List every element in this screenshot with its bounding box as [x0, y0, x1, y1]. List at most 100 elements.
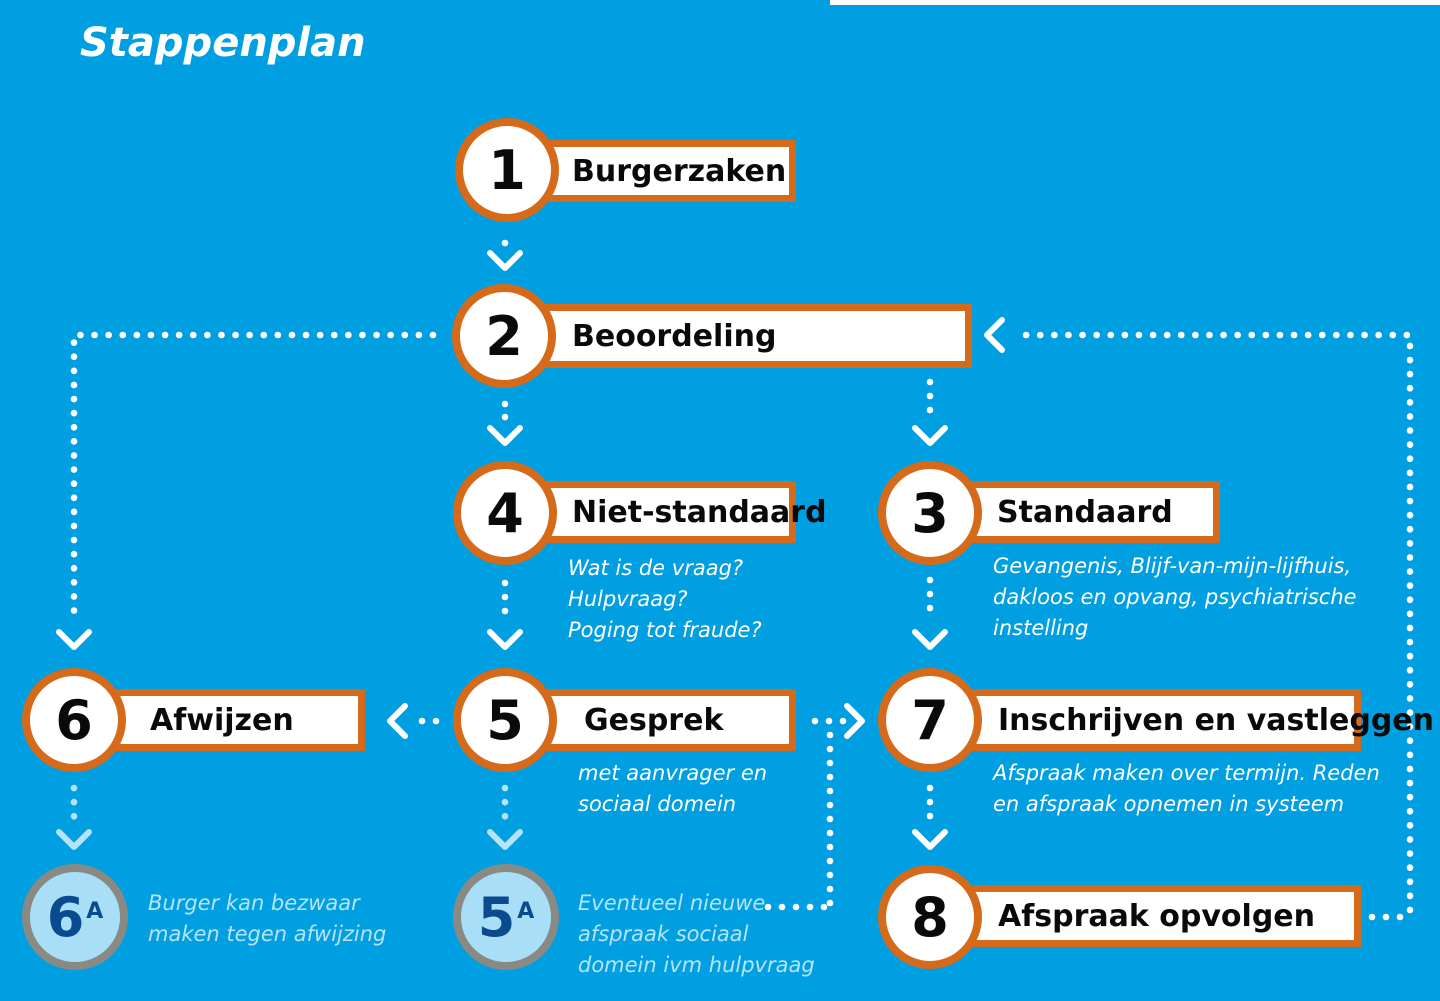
connector-dot — [501, 413, 509, 421]
step-6-box: Afwijzen — [95, 689, 365, 751]
step-7-number: 7 — [911, 688, 949, 752]
step-2-box: Beoordeling — [520, 304, 972, 368]
step-3-label: Standaard — [997, 494, 1173, 530]
step-6-number: 6 — [55, 688, 93, 752]
step-1-label: Burgerzaken — [572, 153, 787, 189]
step-3-circle: 3 — [878, 461, 982, 565]
connector-dot — [826, 843, 834, 851]
connector-dot — [1382, 913, 1390, 921]
step-5-number: 5 — [486, 688, 524, 752]
step-7-description-line: Afspraak maken over termijn. Reden — [993, 761, 1380, 785]
connector-dot — [926, 406, 934, 414]
step-7-description: Afspraak maken over termijn. Reden en af… — [993, 758, 1380, 820]
arrow-down-1-2 — [487, 250, 523, 271]
step-4-description-line: Wat is de vraag? — [568, 556, 744, 580]
step-8-box: Afspraak opvolgen — [945, 885, 1361, 947]
step-8-label: Afspraak opvolgen — [998, 898, 1315, 934]
connector-dot — [826, 745, 834, 753]
connector-dot — [792, 903, 800, 911]
connector-dot — [826, 871, 834, 879]
page-title: Stappenplan — [80, 20, 366, 66]
step-5a-description-line: Eventueel nieuwe — [578, 891, 766, 915]
connector-dot — [432, 717, 440, 725]
arrow-down-2-6 — [56, 629, 92, 650]
step-2-number: 2 — [485, 304, 523, 368]
connector-dot — [826, 815, 834, 823]
step-2-label: Beoordeling — [572, 318, 777, 354]
connector-dot — [826, 885, 834, 893]
arrow-left-5-6 — [387, 703, 408, 739]
step-5a-description: Eventueel nieuwe afspraak sociaal domein… — [578, 888, 815, 981]
arrow-left-8-2 — [984, 317, 1005, 353]
step-6a-number: 6 — [46, 885, 85, 949]
connector-line-2-to-6 — [70, 331, 437, 624]
step-5-label: Gesprek — [584, 702, 724, 738]
connector-dot — [1396, 913, 1404, 921]
step-2-circle: 2 — [452, 284, 556, 388]
step-5-description-line: met aanvrager en — [578, 761, 768, 785]
connector-dot — [501, 400, 509, 408]
connector-dot — [926, 378, 934, 386]
connector-dot — [826, 731, 834, 739]
step-3-number: 3 — [911, 481, 949, 545]
connector-dot — [501, 239, 509, 247]
connector-dot — [764, 903, 772, 911]
connector-dot — [826, 759, 834, 767]
top-white-bar — [830, 0, 1440, 5]
step-6-label: Afwijzen — [150, 702, 294, 738]
step-6-circle: 6 — [22, 668, 126, 772]
connector-dot — [839, 717, 847, 725]
connector-dot — [826, 829, 834, 837]
step-7-description-line: en afspraak opnemen in systeem — [993, 792, 1345, 816]
step-4-circle: 4 — [453, 461, 557, 565]
step-4-description-line: Poging tot fraude? — [568, 618, 762, 642]
step-3-description: Gevangenis, Blijf-van-mijn-lijfhuis, dak… — [993, 551, 1357, 644]
step-5-box: Gesprek — [527, 689, 796, 751]
step-3-box: Standaard — [945, 481, 1220, 543]
step-5-circle: 5 — [453, 668, 557, 772]
step-4-description-line: Hulpvraag? — [568, 587, 688, 611]
step-5a-description-line: afspraak sociaal — [578, 922, 749, 946]
step-6a-description-line: maken tegen afwijzing — [148, 922, 387, 946]
step-6a-description: Burger kan bezwaar maken tegen afwijzing — [148, 888, 386, 950]
connector-dot — [826, 773, 834, 781]
step-5a-number: 5 — [477, 885, 516, 949]
arrow-down-3-7 — [912, 629, 948, 650]
connector-dot — [926, 784, 934, 792]
arrow-down-2-4 — [487, 425, 523, 446]
connector-dot — [501, 579, 509, 587]
step-4-label: Niet-standaard — [572, 494, 827, 530]
connector-dot — [826, 857, 834, 865]
step-3-description-line: instelling — [993, 616, 1089, 640]
arrow-down-7-8 — [912, 829, 948, 850]
step-1-circle: 1 — [455, 118, 559, 222]
step-8-number: 8 — [911, 885, 949, 949]
connector-dot — [501, 593, 509, 601]
connector-dot — [926, 798, 934, 806]
connector-line-8-to-2 — [1016, 331, 1414, 914]
step-5-description-line: sociaal domein — [578, 792, 737, 816]
arrow-down-6-6a — [56, 829, 92, 850]
connector-dot — [820, 903, 828, 911]
step-4-box: Niet-standaard — [520, 481, 827, 543]
step-5a-suffix: A — [517, 898, 535, 924]
connector-dot — [418, 717, 426, 725]
connector-dot — [926, 392, 934, 400]
connector-dot — [826, 801, 834, 809]
step-5a-description-line: domein ivm hulpvraag — [578, 953, 815, 977]
connector-dot — [1368, 913, 1376, 921]
step-7-label: Inschrijven en vastleggen — [998, 702, 1435, 738]
step-7-circle: 7 — [878, 668, 982, 772]
step-6a-description-line: Burger kan bezwaar — [148, 891, 360, 915]
connector-dot — [926, 590, 934, 598]
step-6a-suffix: A — [86, 898, 104, 924]
connector-dot — [826, 787, 834, 795]
connector-dot — [926, 576, 934, 584]
step-3-description-line: dakloos en opvang, psychiatrische — [993, 585, 1357, 609]
connector-dot — [825, 717, 833, 725]
step-1-number: 1 — [488, 138, 526, 202]
arrow-right-5-7 — [844, 703, 865, 739]
